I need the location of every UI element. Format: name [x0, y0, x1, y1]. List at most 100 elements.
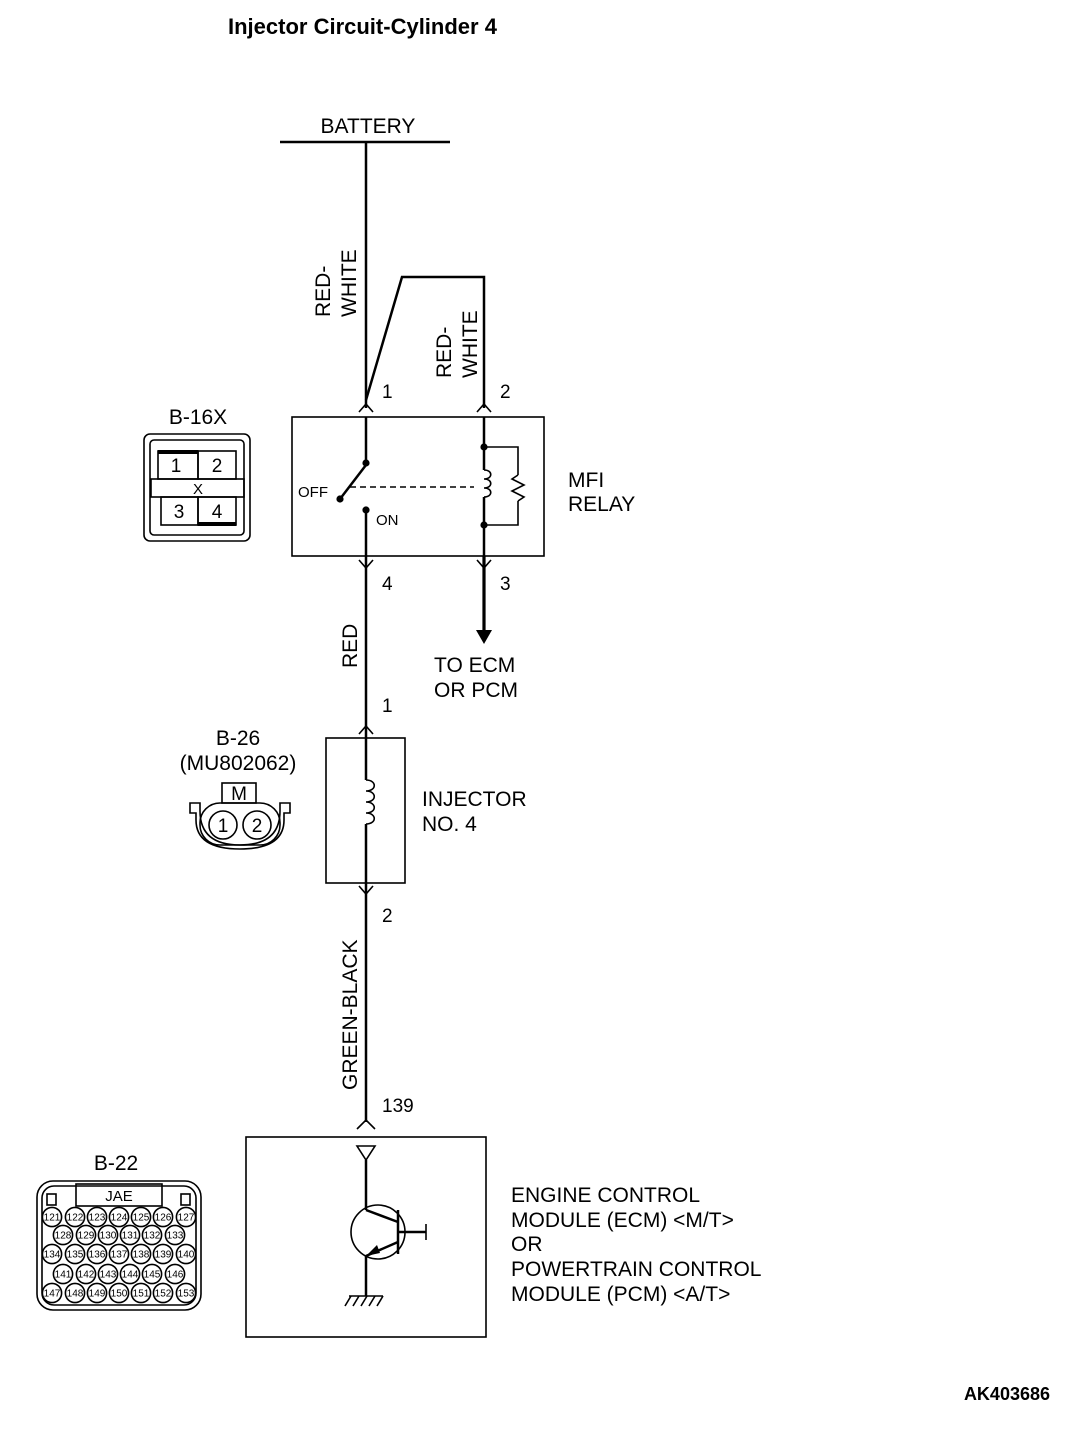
connector-b22-socket	[152, 1243, 174, 1265]
connector-b22-pin-label: 150	[111, 1289, 128, 1300]
connector-b22-pin-label: 124	[111, 1213, 128, 1224]
connector-b22-pin-label: 135	[67, 1250, 84, 1261]
connector-b22-socket	[52, 1263, 74, 1285]
relay-pin-4-label: 4	[382, 574, 393, 595]
connector-b22-socket	[152, 1206, 174, 1228]
connector-b22-pin-label: 129	[78, 1231, 95, 1242]
connector-b22-socket	[130, 1282, 152, 1304]
relay-pin-2-label: 2	[500, 382, 511, 403]
module-label-line2: MODULE (ECM) <M/T>	[511, 1209, 734, 1232]
connector-b22-socket	[41, 1243, 63, 1265]
connector-b22-socket	[152, 1282, 174, 1304]
connector-b22-inner	[41, 1185, 197, 1306]
connector-b22-pin-label: 131	[122, 1231, 139, 1242]
connector-b22-pin-label: 140	[178, 1250, 195, 1261]
connector-b22-pin-label: 153	[178, 1289, 195, 1300]
injector-pin-1-terminal	[358, 724, 374, 735]
wire-label-green-black: GREEN-BLACK	[339, 939, 362, 1090]
connector-b22-pin-label: 148	[67, 1289, 84, 1300]
resistor-upper-lead	[484, 446, 519, 475]
connector-b22-socket	[141, 1224, 163, 1246]
ground-hatch-1	[344, 1295, 352, 1307]
connector-b26-housing	[189, 802, 291, 850]
connector-b26-socket-2	[242, 810, 272, 840]
module-box	[245, 1136, 487, 1338]
mfi-relay-box	[291, 416, 545, 557]
connector-b22-maker: JAE	[105, 1188, 133, 1205]
connector-b22-socket	[130, 1243, 152, 1265]
connector-b22-pin-label: 132	[144, 1231, 161, 1242]
connector-b26-body	[199, 802, 281, 846]
switch-blade	[339, 464, 367, 500]
connector-b22-pin-label: 123	[89, 1213, 106, 1224]
connector-b22-latch-left	[46, 1193, 57, 1206]
connector-b22-socket	[108, 1206, 130, 1228]
module-pin-139-terminal	[356, 1118, 376, 1130]
connector-b16x-pin-4: 4	[212, 502, 223, 523]
connector-b22-pin-label: 122	[67, 1213, 84, 1224]
injector-label-line1: INJECTOR	[422, 788, 527, 811]
connector-b22-socket	[41, 1206, 63, 1228]
connector-b22-label-tab	[75, 1183, 163, 1207]
injector-label-line2: NO. 4	[422, 813, 477, 836]
connector-b26-socket-1	[208, 810, 238, 840]
connector-b22-socket	[164, 1263, 186, 1285]
switch-on-label: ON	[376, 512, 399, 529]
figure-id: AK403686	[964, 1384, 1050, 1404]
switch-off-label: OFF	[298, 484, 328, 501]
connector-b22-socket	[86, 1243, 108, 1265]
module-input-symbol	[355, 1145, 377, 1162]
connector-b16x-pin-3: 3	[174, 502, 185, 523]
wire-label-red-white-2b: WHITE	[459, 310, 482, 378]
connector-b22-pin-label: 126	[155, 1213, 172, 1224]
connector-b22-pin-label: 146	[167, 1270, 184, 1281]
connector-b22-socket	[52, 1224, 74, 1246]
wire-label-red-white-2a: RED-	[433, 327, 456, 378]
connector-b16x-center: X	[193, 481, 203, 498]
connector-b22-socket	[130, 1206, 152, 1228]
to-ecm-line1: TO ECM	[434, 654, 515, 677]
connector-b22-name: B-22	[94, 1152, 138, 1175]
relay-pin-3-label: 3	[500, 574, 511, 595]
connector-b22-socket	[119, 1224, 141, 1246]
connector-b26-name: B-26	[216, 727, 260, 750]
relay-pin-2-terminal	[476, 402, 492, 413]
connector-b22-pin-label: 121	[44, 1213, 61, 1224]
connector-b22-pin-label: 151	[133, 1289, 150, 1300]
connector-b22-pin-label: 142	[78, 1270, 95, 1281]
connector-b16x-pin-2: 2	[212, 456, 223, 477]
relay-coil-symbol	[483, 469, 492, 498]
connector-b22-socket	[119, 1263, 141, 1285]
connector-b22-pin-label: 143	[100, 1270, 117, 1281]
module-label-line1: ENGINE CONTROL	[511, 1184, 700, 1207]
connector-b22-socket	[175, 1206, 197, 1228]
connector-b22-socket	[64, 1282, 86, 1304]
connector-b22-socket	[64, 1206, 86, 1228]
connector-b22-pin-label: 133	[167, 1231, 184, 1242]
ground-hatch-3	[360, 1295, 368, 1307]
module-label-line5: MODULE (PCM) <A/T>	[511, 1283, 730, 1306]
connector-b26-key-label: M	[231, 784, 247, 805]
connector-b26-part: (MU802062)	[180, 752, 297, 775]
connector-b22-pin-label: 134	[44, 1250, 61, 1261]
connector-b26: M 1 2	[189, 782, 291, 850]
connector-b22-pin-label: 138	[133, 1250, 150, 1261]
connector-b22-outer	[36, 1180, 202, 1311]
resistor-lower-lead	[484, 501, 519, 526]
relay-label-line1: MFI	[568, 469, 604, 492]
connector-b22-pin-label: 145	[144, 1270, 161, 1281]
connector-b22-socket	[64, 1243, 86, 1265]
connector-b16x-pin-1: 1	[171, 456, 182, 477]
connector-b22-pin-label: 139	[155, 1250, 172, 1261]
connector-b22-pin-label: 144	[122, 1270, 139, 1281]
connector-b22-pin-label: 130	[100, 1231, 117, 1242]
switch-pivot	[336, 495, 344, 503]
connector-b22-socket	[97, 1224, 119, 1246]
transistor-collector	[365, 1208, 399, 1224]
connector-b22-socket	[75, 1263, 97, 1285]
connector-b22-socket	[86, 1282, 108, 1304]
connector-b22-pin-label: 137	[111, 1250, 128, 1261]
